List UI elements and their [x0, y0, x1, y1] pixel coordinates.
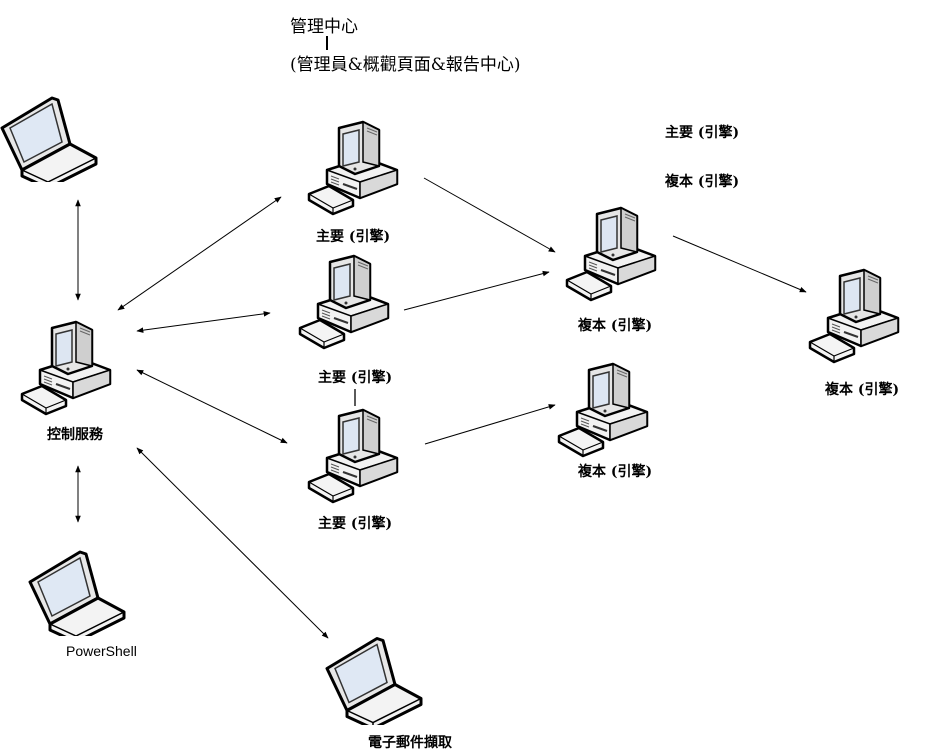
edge-control-to-primary2: [136, 311, 271, 333]
desktop-computer-icon-replica2: [557, 362, 649, 458]
edge-primary2-to-replica1: [403, 270, 550, 311]
title-connector: [326, 36, 328, 50]
desktop-computer-icon-primary1: [307, 120, 399, 216]
edges: [75, 177, 807, 639]
management-center-subtitle: (管理員&概觀頁面&報告中心): [290, 55, 521, 75]
laptop-icon-email: [325, 636, 423, 725]
desktop-computer-icon-control: [20, 320, 112, 416]
node-label-replica3: 複本 (引擎): [825, 382, 900, 398]
legend-replica: 複本 (引擎): [665, 174, 740, 190]
laptop-icon-laptop-top: [0, 96, 98, 182]
node-label-primary1: 主要 (引擎): [316, 229, 391, 245]
laptop-icon-powershell: [28, 550, 126, 636]
node-label-powershell: PowerShell: [66, 643, 137, 659]
edge-control-to-primary1: [117, 196, 282, 311]
edge-replica1-to-replica3: [672, 235, 807, 293]
desktop-computer-icon-replica3: [808, 268, 900, 364]
edge-control-to-primary3: [136, 369, 288, 444]
node-label-primary2: 主要 (引擎): [318, 370, 393, 386]
legend-primary: 主要 (引擎): [665, 125, 740, 141]
edge-control-to-email: [136, 447, 329, 639]
node-label-replica2: 複本 (引擎): [578, 464, 653, 480]
node-label-email: 電子郵件擷取: [368, 735, 452, 751]
node-label-control: 控制服務: [47, 427, 103, 443]
desktop-computer-icon-primary3: [307, 408, 399, 504]
edge-primary3-to-replica2: [424, 404, 556, 445]
desktop-computer-icon-primary2: [298, 254, 390, 350]
edge-primary1-to-replica1: [423, 177, 556, 253]
node-label-replica1: 複本 (引擎): [578, 318, 653, 334]
node-label-primary3: 主要 (引擎): [318, 516, 393, 532]
desktop-computer-icon-replica1: [565, 206, 657, 302]
management-center-title: 管理中心: [290, 17, 358, 37]
